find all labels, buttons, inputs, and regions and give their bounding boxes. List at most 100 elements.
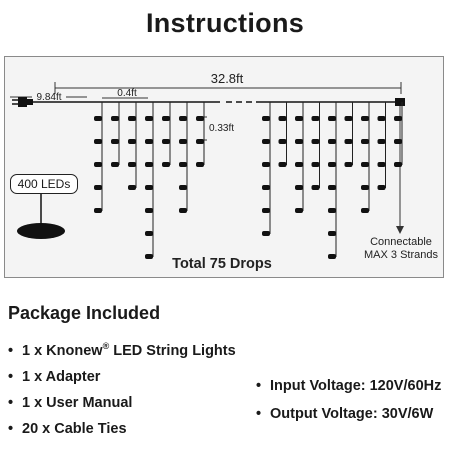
spec-item: • Input Voltage: 120V/60Hz	[256, 372, 441, 400]
led-bulb	[328, 254, 336, 259]
bullet: •	[256, 378, 262, 394]
led-bulb	[278, 139, 287, 144]
package-item: •20 x Cable Ties	[8, 416, 236, 442]
led-bulb	[328, 162, 336, 167]
led-bulb	[196, 139, 204, 144]
led-bulb	[111, 162, 119, 167]
total-drops-label: Total 75 Drops	[172, 256, 272, 272]
led-bulb	[145, 231, 153, 236]
led-bulb	[128, 139, 136, 144]
led-bulb	[179, 185, 187, 190]
icicle-drop	[278, 102, 287, 167]
led-bulb	[128, 162, 136, 167]
led-bulb	[344, 116, 353, 121]
drop-spacing-label: 0.4ft	[117, 88, 137, 99]
led-bulb	[262, 231, 270, 236]
led-count-badge: 400 LEDs	[10, 174, 78, 194]
led-bulb	[196, 116, 204, 121]
package-item-text: 1 x Adapter	[22, 369, 101, 385]
drop-step-dimension: 0.33ft	[201, 116, 234, 141]
page-title: Instructions	[145, 8, 305, 38]
package-item: • 1 x User Manual	[8, 390, 236, 416]
led-bulb	[145, 116, 153, 121]
led-bulb	[361, 116, 369, 121]
connectable-label: Connectable	[370, 236, 432, 248]
led-bulb	[361, 139, 369, 144]
bullet: •	[8, 395, 14, 411]
icicle-drops	[94, 102, 403, 259]
led-bulb	[179, 162, 187, 167]
icicle-light-diagram: 32.8ft 9.84ft 0.4ft 0.33ft Total	[10, 71, 438, 272]
spec-item: •Output Voltage: 30V/6W	[256, 400, 441, 428]
led-bulb	[377, 185, 386, 190]
led-bulb	[361, 162, 369, 167]
led-bulb	[262, 208, 270, 213]
package-item: • 1 x Adapter	[8, 364, 236, 390]
package-item-text: 1 x User Manual	[22, 395, 133, 411]
spec-list: • Input Voltage: 120V/60Hz •Output Voltag…	[256, 372, 441, 428]
bullet: •	[8, 343, 14, 359]
led-bulb	[262, 162, 270, 167]
led-bulb	[94, 139, 102, 144]
package-heading: Package Included	[8, 303, 161, 323]
led-bulb	[295, 116, 303, 121]
led-bulb	[377, 162, 386, 167]
led-bulb	[179, 139, 187, 144]
output-voltage: Output Voltage: 30V/6W	[270, 406, 434, 422]
icicle-drop	[328, 102, 337, 259]
led-bulb	[394, 116, 402, 121]
led-bulb	[262, 139, 270, 144]
led-bulb	[344, 139, 353, 144]
led-bulb	[311, 162, 320, 167]
total-length-label: 32.8ft	[211, 71, 244, 86]
icicle-drop	[377, 102, 386, 190]
drop-spacing-dimension: 0.4ft	[102, 88, 148, 99]
led-bulb	[295, 139, 303, 144]
led-bulb	[377, 116, 386, 121]
icicle-drop	[145, 102, 154, 259]
led-bulb	[145, 162, 153, 167]
package-list: •1 x Knonew® LED String Lights •1 x Adap…	[8, 338, 236, 442]
icicle-drop	[162, 102, 171, 167]
led-bulb	[262, 116, 270, 121]
led-bulb	[361, 185, 369, 190]
led-bulb	[311, 116, 320, 121]
icicle-drop	[111, 102, 120, 167]
plug-icon	[12, 97, 33, 107]
icicle-drop	[344, 102, 353, 167]
led-bulb	[179, 116, 187, 121]
led-bulb	[145, 254, 153, 259]
bullet: •	[8, 369, 14, 385]
led-bulb	[311, 185, 320, 190]
total-length-dimension: 32.8ft	[54, 71, 402, 94]
led-bulb	[145, 139, 153, 144]
led-bulb	[328, 116, 336, 121]
led-bulb	[328, 231, 336, 236]
icicle-drop	[128, 102, 137, 190]
icicle-drop	[262, 102, 271, 236]
led-bulb	[94, 185, 102, 190]
package-item-text: 1 x Knonew	[22, 343, 103, 359]
led-bulb	[295, 208, 303, 213]
led-bulb	[145, 185, 153, 190]
icicle-drop	[311, 102, 320, 190]
led-bulb	[311, 139, 320, 144]
max-strands-label: MAX 3 Strands	[364, 249, 438, 261]
icicle-drop	[295, 102, 304, 213]
led-bulb	[377, 139, 386, 144]
registered-mark: ®	[102, 341, 110, 352]
led-bulb	[111, 139, 119, 144]
led-bulb	[94, 208, 102, 213]
led-bulb	[128, 185, 136, 190]
icicle-drop	[179, 102, 188, 213]
end-connector-icon	[395, 98, 405, 234]
led-bulb	[344, 162, 353, 167]
drop-step-label: 0.33ft	[209, 123, 234, 134]
package-item: •1 x Knonew® LED String Lights	[8, 338, 236, 364]
lead-length-label: 9.84ft	[36, 92, 61, 103]
led-bulb	[179, 208, 187, 213]
led-bulb	[328, 139, 336, 144]
led-bulb	[162, 139, 170, 144]
package-item-text: 20 x Cable Ties	[22, 421, 127, 437]
input-voltage: Input Voltage: 120V/60Hz	[270, 378, 442, 394]
